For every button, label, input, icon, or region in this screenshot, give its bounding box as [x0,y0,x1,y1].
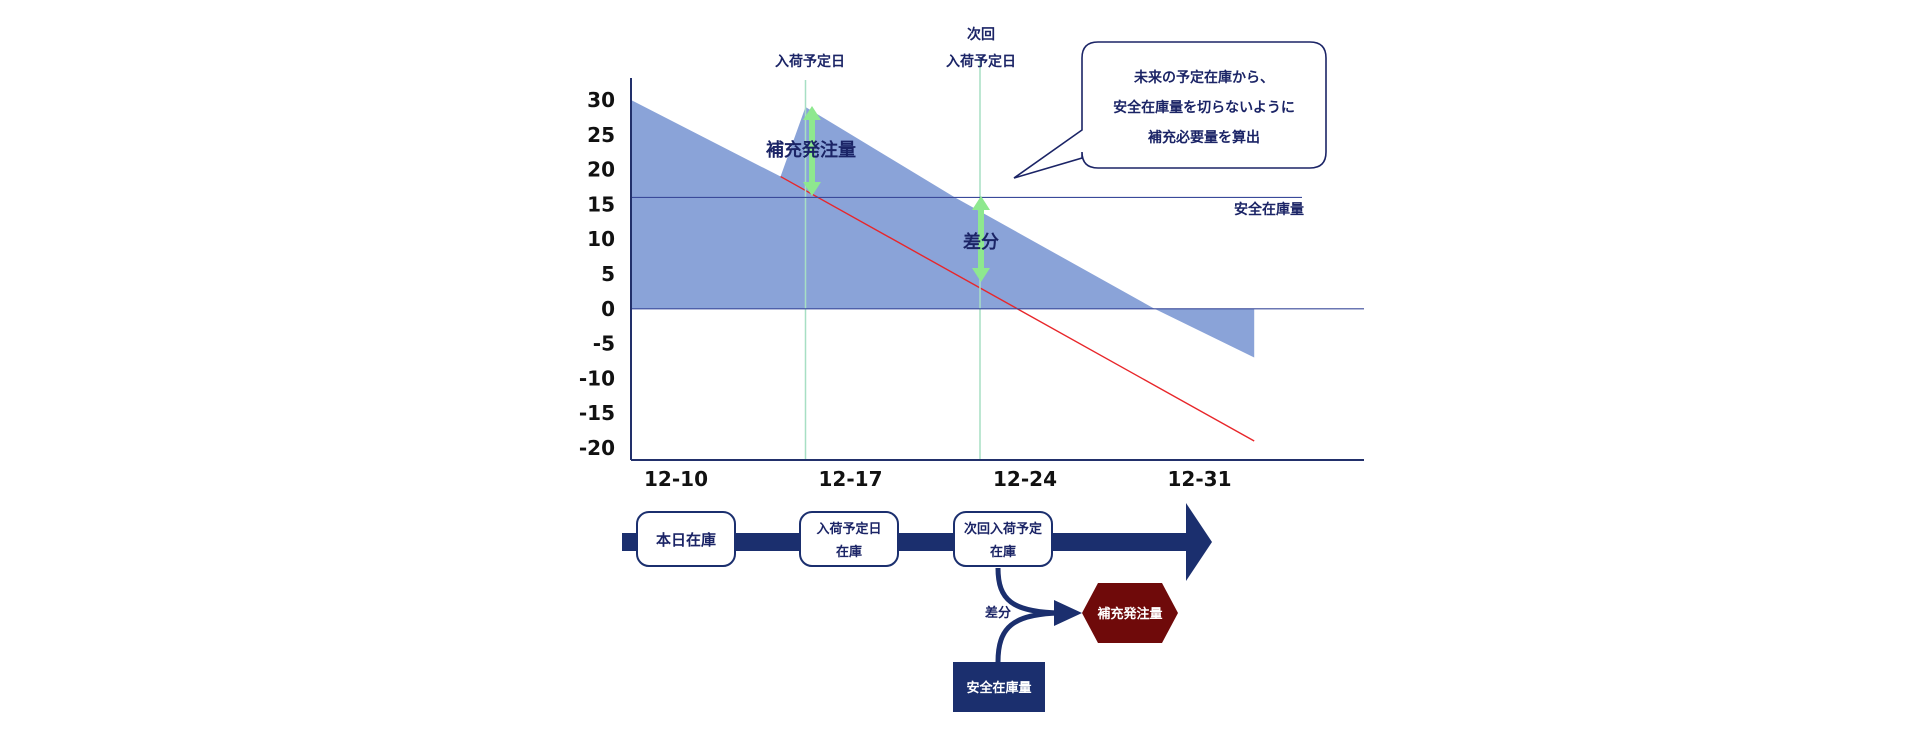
merge-arrowhead [1054,600,1082,626]
next-arrival-stock-box [953,511,1053,567]
y-tick-labels: 30 25 20 15 10 5 0 -5 -10 -15 -20 [579,88,615,460]
safety-stock-box-label: 安全在庫量 [966,680,1031,696]
today-stock-label: 本日在庫 [656,531,716,549]
arrival-stock-line2: 在庫 [836,544,862,560]
reorder-qty-arrow [803,106,821,196]
arrival-date-label: 入荷予定日 [775,53,845,70]
difference-arrow [972,196,990,282]
x-tick-label: 12-10 [644,467,708,491]
next-arrival-stock-line1: 次回入荷予定 [964,521,1042,537]
x-tick-label: 12-24 [993,467,1057,491]
y-tick-label: -20 [579,436,615,460]
timeline-arrowhead [1186,503,1212,581]
y-tick-label: 25 [587,123,615,147]
safety-stock-box [953,662,1045,712]
x-tick-label: 12-31 [1168,467,1232,491]
reorder-qty-label: 補充発注量 [765,139,856,161]
y-tick-label: 5 [601,262,615,286]
difference-flow-label: 差分 [985,605,1011,621]
callout-line3: 補充必要量を算出 [1147,129,1260,146]
y-tick-label: -10 [579,366,615,390]
merge-curve-bottom [995,610,1061,663]
y-tick-label: 20 [587,158,615,182]
y-tick-label: 30 [587,88,615,112]
arrival-stock-line1: 入荷予定日 [816,521,881,537]
x-tick-labels: 12-10 12-17 12-24 12-31 [644,467,1231,491]
arrival-stock-box [799,511,899,567]
timeline-flow: 本日在庫 入荷予定日 在庫 次回入荷予定 在庫 差分 安全在庫量 補充発注量 [622,503,1212,712]
reorder-qty-hexagon [1082,583,1178,643]
next-label-line1: 次回 [967,26,995,43]
callout-bubble: 未来の予定在庫から、 安全在庫量を切らないように 補充必要量を算出 [1013,41,1327,179]
y-tick-label: 10 [587,227,615,251]
reorder-qty-hexagon-label: 補充発注量 [1096,606,1162,622]
callout-line1: 未来の予定在庫から、 [1134,69,1274,86]
y-tick-label: -5 [593,332,615,356]
x-tick-label: 12-17 [819,467,883,491]
y-tick-label: -15 [579,401,615,425]
safety-stock-label: 安全在庫量 [1234,201,1304,218]
next-label-line2: 入荷予定日 [946,53,1016,70]
y-tick-label: 15 [587,192,615,216]
today-stock-box [636,511,736,567]
y-tick-label: 0 [601,297,615,321]
callout-line2: 安全在庫量を切らないように [1113,99,1295,116]
projected-inventory-area [631,100,1255,358]
difference-chart-label: 差分 [963,231,999,253]
next-arrival-stock-line2: 在庫 [990,544,1016,560]
